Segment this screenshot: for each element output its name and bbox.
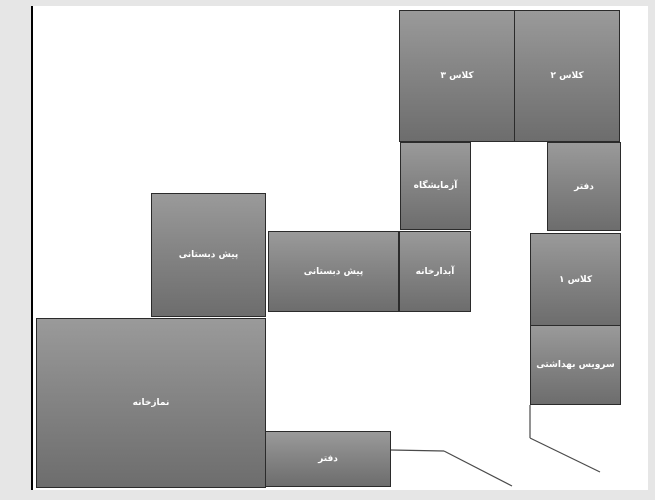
room-office-bottom-label: دفتر (318, 454, 338, 464)
room-prayer-room: نمازخانه (36, 318, 266, 488)
room-class-1: کلاس ۱ (530, 233, 621, 326)
room-restroom: سرویس بهداشتی (530, 325, 621, 405)
room-preschool-mid: پیش دبستانی (268, 231, 399, 312)
room-preschool-left-label: پیش دبستانی (178, 250, 239, 260)
room-office-right: دفتر (547, 142, 621, 231)
room-restroom-label: سرویس بهداشتی (536, 360, 615, 370)
room-kitchen: آبدارخانه (399, 231, 471, 312)
room-preschool-mid-label: پیش دبستانی (303, 266, 364, 277)
room-class-2-label: کلاس ۲ (550, 71, 584, 81)
room-class-3: کلاس ۳ (399, 10, 515, 142)
room-class-2: کلاس ۲ (514, 10, 620, 142)
room-preschool-left: پیش دبستانی (151, 193, 266, 317)
room-lab-label: آزمایشگاه (413, 181, 458, 191)
room-class-1-label: کلاس ۱ (558, 274, 593, 285)
room-kitchen-label: آبدارخانه (415, 266, 455, 277)
room-office-right-label: دفتر (574, 181, 594, 192)
room-office-bottom: دفتر (265, 431, 391, 487)
room-prayer-room-label: نمازخانه (132, 398, 170, 408)
room-lab: آزمایشگاه (400, 142, 471, 230)
room-class-3-label: کلاس ۳ (440, 71, 474, 81)
